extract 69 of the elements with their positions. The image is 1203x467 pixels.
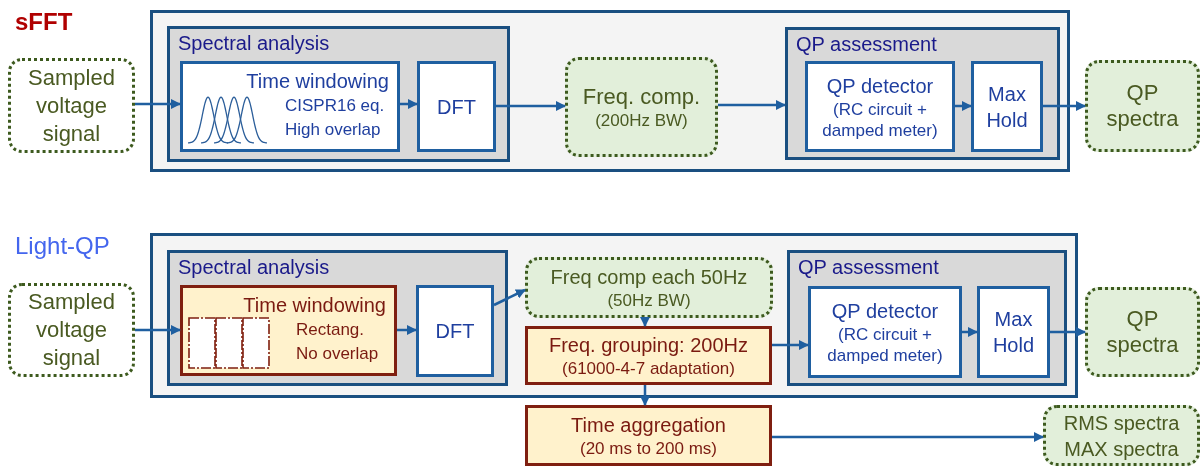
output-box xyxy=(1085,287,1200,377)
process-box xyxy=(417,61,496,152)
node-title: Max Hold xyxy=(991,307,1036,358)
process-box xyxy=(808,286,962,378)
group-title: Spectral analysis xyxy=(178,32,330,55)
node-title: Freq. comp. xyxy=(582,83,701,110)
output-box xyxy=(1085,60,1200,152)
node-title: QP detector xyxy=(826,73,934,99)
node-note: CISPR16 eq. High overlap xyxy=(285,95,386,141)
node-note: (RC circuit + damped meter) xyxy=(826,324,944,366)
node-title: Max Hold xyxy=(985,81,1029,133)
arrow xyxy=(397,325,417,335)
node-note: (RC circuit + damped meter) xyxy=(821,98,939,141)
arrow xyxy=(135,325,181,335)
process-box xyxy=(180,61,400,152)
section-heading: Light-QP xyxy=(15,232,110,260)
output-box xyxy=(1043,405,1200,466)
input-box xyxy=(8,58,135,153)
group-box xyxy=(787,250,1067,386)
node-title: Time windowing xyxy=(243,293,386,318)
process-box xyxy=(805,61,955,152)
arrow xyxy=(772,432,1044,442)
arrow xyxy=(135,99,181,109)
output-box xyxy=(565,57,718,157)
group-box xyxy=(167,250,508,386)
arrow xyxy=(400,99,418,109)
process-box xyxy=(971,61,1043,152)
group-box xyxy=(785,27,1060,160)
process-box xyxy=(180,285,397,376)
arrow xyxy=(496,101,566,111)
arrow xyxy=(1043,101,1086,111)
node-title: DFT xyxy=(435,319,475,344)
arrow xyxy=(962,327,978,337)
node-title: Time aggregation xyxy=(571,413,726,438)
node-note: (20 ms to 200 ms) xyxy=(580,438,717,459)
node-note: (61000-4-7 adaptation) xyxy=(562,358,735,379)
group-title: QP assessment xyxy=(796,33,937,56)
process-box xyxy=(977,286,1050,378)
group-box xyxy=(167,26,510,162)
output-box xyxy=(525,257,773,318)
node-title: QP spectra xyxy=(1105,306,1180,358)
node-title: DFT xyxy=(437,94,476,120)
node-note: (50Hz BW) xyxy=(607,290,691,311)
arrow xyxy=(493,288,526,307)
input-box xyxy=(8,283,135,377)
arrow xyxy=(718,100,786,110)
arrow xyxy=(640,317,650,327)
arrow xyxy=(955,101,972,111)
node-title: QP spectra xyxy=(1105,80,1180,132)
node-title: Sampled voltage signal xyxy=(27,288,116,372)
node-title: QP detector xyxy=(831,299,939,324)
process-box xyxy=(525,326,772,385)
node-title: Time windowing xyxy=(246,69,389,94)
group-title: Spectral analysis xyxy=(178,256,330,279)
panel-frame xyxy=(150,233,1078,398)
process-box xyxy=(416,285,494,377)
node-note: Rectang. No overlap xyxy=(296,319,380,365)
arrow xyxy=(640,385,650,406)
node-title: Freq. grouping: 200Hz xyxy=(549,333,748,358)
node-note: (200Hz BW) xyxy=(595,109,688,131)
node-title: Sampled voltage signal xyxy=(27,63,116,148)
arrow xyxy=(772,340,809,350)
node-title: RMS spectra MAX spectra xyxy=(1062,410,1181,462)
arrow xyxy=(1050,327,1086,337)
group-title: QP assessment xyxy=(798,256,939,279)
panel-frame xyxy=(150,10,1070,172)
node-title: Freq comp each 50Hz xyxy=(550,265,748,290)
process-box xyxy=(525,405,772,466)
section-heading: sFFT xyxy=(15,8,73,36)
